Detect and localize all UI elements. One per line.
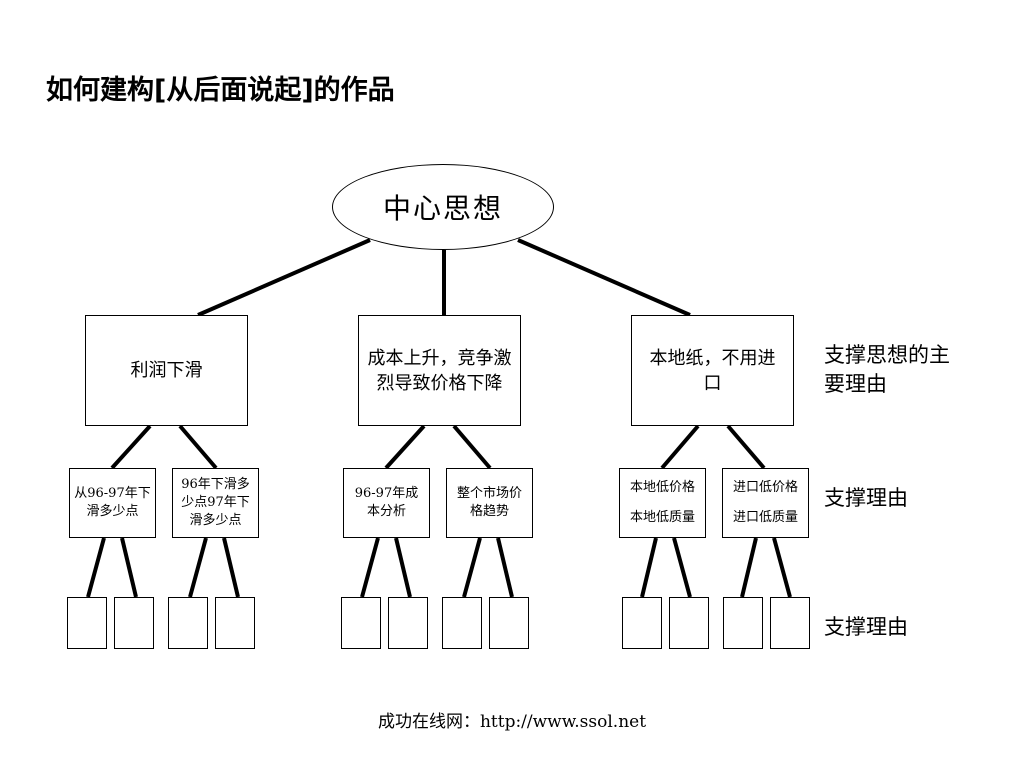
- connector-line: [640, 537, 658, 598]
- connector-line: [120, 537, 138, 598]
- connector-line: [178, 424, 218, 470]
- connector-line: [360, 537, 380, 598]
- connector-line: [496, 537, 514, 598]
- connector-line: [222, 537, 240, 598]
- connector-line: [772, 537, 792, 598]
- detail-node: [622, 597, 662, 649]
- detail-node: [388, 597, 428, 649]
- page-title: 如何建构[从后面说起]的作品: [46, 75, 395, 106]
- sub-reason-node-6: 进口低价格 进口低质量: [722, 468, 809, 538]
- sub-reason-node-4: 整个市场价格趋势: [446, 468, 533, 538]
- detail-node: [168, 597, 208, 649]
- detail-node: [341, 597, 381, 649]
- detail-node: [723, 597, 763, 649]
- connector-line: [86, 537, 106, 598]
- center-idea-node: 中心思想: [332, 164, 554, 250]
- connector-line: [110, 424, 152, 470]
- sub-reason-line: 进口低价格: [732, 480, 798, 495]
- sub-reason-node-3: 96-97年成本分析: [343, 468, 430, 538]
- sub-reason-label: 整个市场价格趋势: [457, 486, 523, 519]
- main-reason-node-1: 利润下滑: [85, 315, 248, 426]
- connector-line: [394, 537, 412, 598]
- main-reason-node-2: 成本上升，竞争激烈导致价格下降: [358, 315, 521, 426]
- sub-reason-line: 本地低价格: [629, 480, 695, 495]
- sub-reason-line: 进口低质量: [732, 510, 798, 525]
- connector-line: [672, 537, 692, 598]
- connector-line: [660, 424, 700, 470]
- connector-line: [462, 537, 482, 598]
- main-reason-label: 本地纸，不用进口: [649, 347, 776, 394]
- sub-reason-node-1: 从96-97年下滑多少点: [69, 468, 156, 538]
- connector-line: [452, 424, 492, 470]
- sub-reason-label: 96年下滑多少点97年下滑多少点: [181, 477, 250, 528]
- detail-node: [114, 597, 154, 649]
- main-reason-label: 利润下滑: [130, 360, 203, 381]
- connector-line: [197, 238, 371, 317]
- detail-node: [669, 597, 709, 649]
- sub-reason-label: 从96-97年下滑多少点: [74, 486, 151, 519]
- center-idea-label: 中心思想: [382, 192, 503, 225]
- level3-side-label: 支撑理由: [824, 615, 908, 639]
- detail-node: [442, 597, 482, 649]
- main-reason-node-3: 本地纸，不用进口: [631, 315, 794, 426]
- footer-credit: 成功在线网：http://www.ssol.net: [377, 712, 647, 732]
- detail-node: [215, 597, 255, 649]
- connector-line: [726, 424, 766, 470]
- sub-reason-node-2: 96年下滑多少点97年下滑多少点: [172, 468, 259, 538]
- level2-side-label: 支撑理由: [824, 486, 908, 510]
- level1-side-label: 支撑思想的主要理由: [824, 343, 950, 396]
- sub-reason-label: 96-97年成本分析: [354, 486, 419, 519]
- connector-line: [188, 537, 208, 598]
- connector-line: [740, 537, 758, 598]
- connector-line: [384, 424, 426, 470]
- detail-node: [770, 597, 810, 649]
- sub-reason-line: 本地低质量: [629, 510, 695, 525]
- detail-node: [489, 597, 529, 649]
- connector-line: [517, 238, 691, 317]
- detail-node: [67, 597, 107, 649]
- sub-reason-node-5: 本地低价格 本地低质量: [619, 468, 706, 538]
- main-reason-label: 成本上升，竞争激烈导致价格下降: [367, 347, 512, 394]
